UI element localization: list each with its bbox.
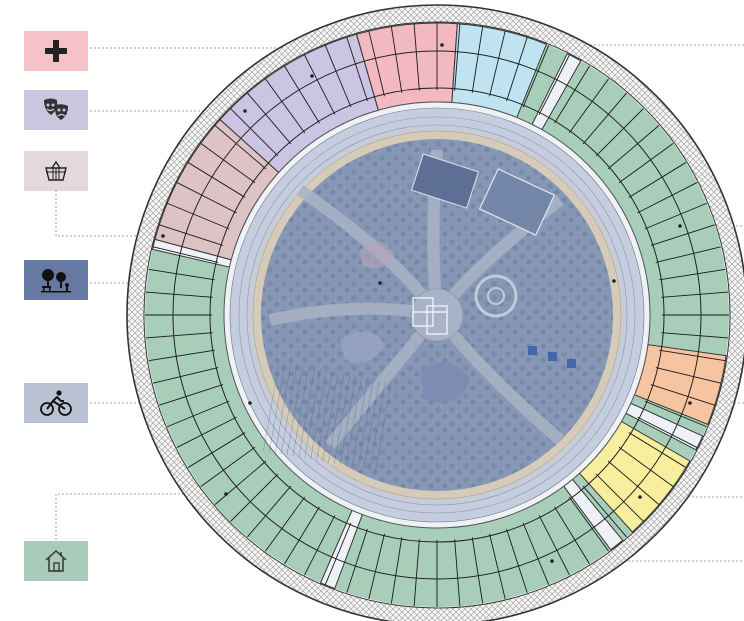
- unit-wall: [655, 367, 722, 384]
- unit-wall: [167, 202, 230, 230]
- medical-cross-icon: [45, 40, 67, 62]
- unit-wall: [637, 416, 698, 448]
- unit-wall: [390, 26, 403, 93]
- unit-wall: [659, 268, 726, 281]
- unit-wall: [618, 446, 674, 487]
- shopping-basket-icon: [45, 160, 67, 181]
- unit-wall: [582, 92, 627, 145]
- central-pavilion: [412, 297, 448, 335]
- unit-wall: [187, 162, 246, 198]
- unit-wall: [471, 537, 484, 604]
- unit-wall: [538, 54, 570, 115]
- unit-wall: [265, 78, 306, 134]
- unit-wall: [413, 23, 420, 91]
- unit-wall: [176, 182, 237, 214]
- unit-wall: [650, 384, 715, 406]
- unit-wall: [159, 224, 224, 246]
- unit-wall: [346, 528, 368, 593]
- unit-wall: [324, 45, 352, 108]
- unit-wall: [230, 473, 279, 522]
- unit-wall: [187, 432, 246, 468]
- unit-wall: [538, 515, 570, 576]
- unit-wall: [454, 23, 461, 91]
- cyclist-icon: [40, 390, 72, 416]
- theater-masks-icon: [44, 98, 68, 120]
- unit-wall: [489, 533, 506, 600]
- unit-wall: [247, 485, 292, 538]
- unit-wall: [368, 30, 385, 97]
- unit-wall: [637, 182, 698, 214]
- corridor-wall: [209, 87, 665, 543]
- unit-wall: [506, 37, 528, 102]
- unit-wall: [390, 537, 403, 604]
- unit-wall: [346, 37, 368, 102]
- unit-wall: [145, 291, 213, 298]
- unit-wall: [650, 224, 715, 246]
- unit-wall: [152, 246, 219, 263]
- unit-wall: [214, 460, 267, 505]
- unit-wall: [554, 65, 590, 124]
- legend-park: [24, 260, 88, 300]
- unit-wall: [145, 332, 213, 339]
- unit-wall: [167, 400, 230, 428]
- park-trees-icon: [41, 269, 71, 293]
- unit-wall: [644, 400, 707, 428]
- unit-wall: [554, 506, 590, 565]
- unit-wall: [159, 384, 224, 406]
- unit-wall: [582, 485, 627, 538]
- unit-wall: [413, 539, 420, 607]
- unit-wall: [522, 45, 550, 108]
- legend-housing: [24, 541, 88, 581]
- leader-dots: [161, 43, 692, 563]
- sports-court: [410, 153, 480, 209]
- legend-sport: [24, 383, 88, 423]
- unit-wall: [607, 125, 660, 170]
- unit-partitions: [145, 23, 729, 607]
- unit-wall: [200, 143, 256, 184]
- unit-wall: [324, 522, 352, 585]
- legend-culture: [24, 90, 88, 130]
- unit-wall: [644, 202, 707, 230]
- unit-wall: [522, 522, 550, 585]
- legend-medical: [24, 31, 88, 71]
- corridor-wall: [172, 50, 702, 580]
- unit-wall: [628, 432, 687, 468]
- unit-wall: [176, 416, 237, 448]
- unit-wall: [284, 65, 320, 124]
- unit-wall: [471, 26, 484, 93]
- unit-wall: [568, 496, 609, 552]
- unit-wall: [659, 349, 726, 362]
- unit-wall: [265, 496, 306, 552]
- unit-wall: [304, 54, 336, 115]
- unit-wall: [368, 533, 385, 600]
- unit-wall: [628, 162, 687, 198]
- unit-wall: [506, 528, 528, 593]
- unit-wall: [230, 108, 279, 157]
- unit-wall: [247, 92, 292, 145]
- garden-plots: [263, 362, 397, 472]
- unit-wall: [200, 446, 256, 487]
- unit-wall: [148, 349, 215, 362]
- unit-wall: [607, 460, 660, 505]
- unit-wall: [618, 143, 674, 184]
- unit-wall: [568, 78, 609, 134]
- unit-wall: [489, 30, 506, 97]
- legend-retail: [24, 151, 88, 191]
- unit-wall: [655, 246, 722, 263]
- unit-wall: [148, 268, 215, 281]
- unit-wall: [214, 125, 267, 170]
- unit-wall: [304, 515, 336, 576]
- football-field: [478, 168, 556, 236]
- unit-wall: [661, 332, 729, 339]
- unit-wall: [284, 506, 320, 565]
- program-sectors: [151, 22, 727, 590]
- unit-wall: [661, 291, 729, 298]
- unit-wall: [152, 367, 219, 384]
- house-icon: [45, 549, 67, 572]
- unit-wall: [595, 108, 644, 157]
- unit-wall: [454, 539, 461, 607]
- unit-wall: [595, 473, 644, 522]
